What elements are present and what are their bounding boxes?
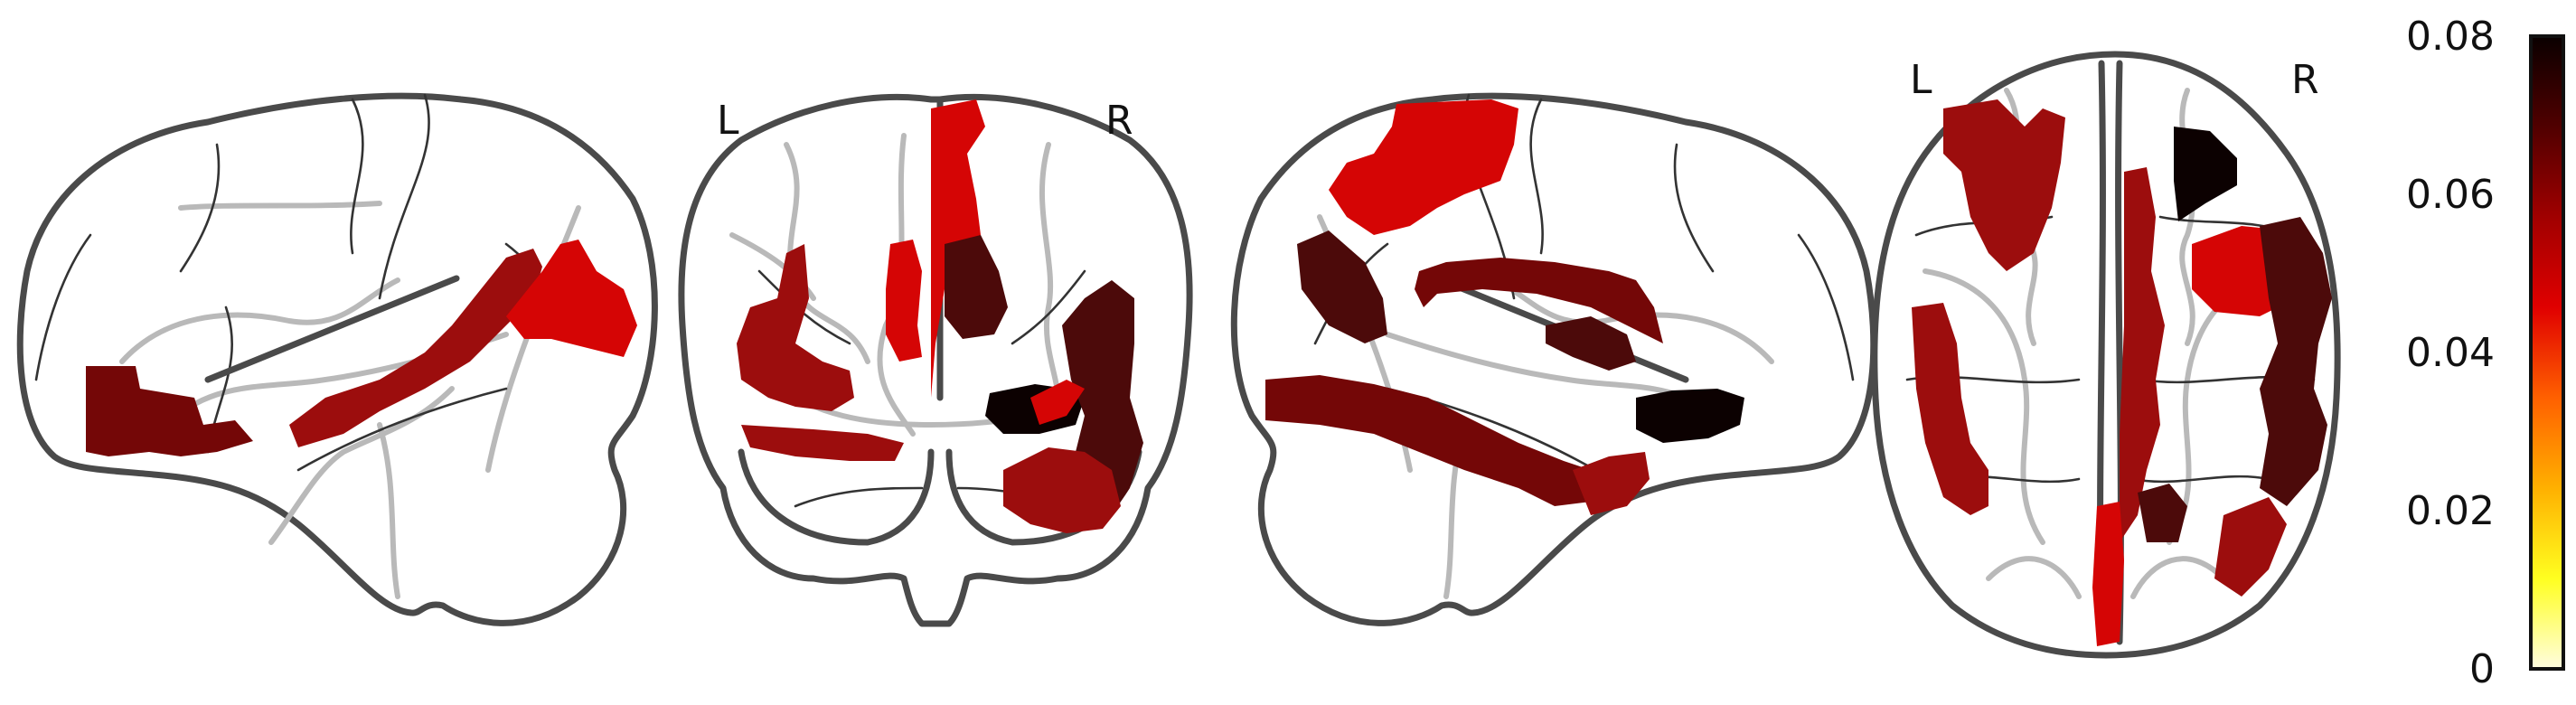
cerebellum-left	[738, 448, 935, 546]
sulcus-line	[1011, 269, 1086, 345]
activation-blob	[945, 235, 1008, 339]
colorbar-tick-label: 0.06	[2406, 172, 2495, 218]
sulcus-line	[378, 93, 430, 300]
gyrus-line	[1039, 142, 1063, 428]
activation-blob	[1297, 230, 1387, 343]
sulcus-line	[1673, 143, 1715, 273]
gyrus-line	[178, 201, 382, 211]
activation-blob	[2174, 127, 2237, 221]
colorbar-tick-label: 0	[2469, 646, 2495, 692]
sylvian-fissure	[204, 275, 460, 383]
activation-blob	[2214, 497, 2287, 597]
activation-blob	[2260, 217, 2332, 506]
activation-blob	[1003, 447, 1121, 533]
gyrus-line	[1986, 556, 2082, 599]
colorbar-ticks: 0.08 0.06 0.04 0.02 0	[2406, 14, 2495, 692]
gyrus-line	[2130, 556, 2226, 599]
activation-blob	[1943, 99, 2065, 271]
activation-blob	[2120, 167, 2165, 542]
gyrus-line	[119, 277, 400, 364]
activation-blob	[289, 249, 542, 447]
sulcus-line	[1529, 98, 1544, 255]
coronal-right-label: R	[1105, 98, 1133, 144]
activation-blob	[86, 366, 253, 456]
sulcus-line	[350, 98, 364, 255]
coronal-view	[678, 93, 1193, 627]
activation-blob	[1265, 375, 1591, 506]
colorbar-tick-label: 0.04	[2406, 330, 2495, 376]
activation-blob	[1912, 303, 1988, 515]
activation-blob	[1415, 258, 1663, 343]
activation-blob	[1636, 389, 1744, 443]
activation-blob	[1329, 99, 1518, 235]
axial-view	[1871, 51, 2341, 659]
brain-outline	[1230, 92, 1877, 626]
sulcus-line	[2131, 475, 2270, 484]
colorbar-tick-label: 0.08	[2406, 14, 2495, 60]
gyrus-line	[1923, 268, 2045, 545]
activation-blob	[737, 244, 854, 411]
sagittal-view-left	[16, 92, 658, 626]
activation-blob	[886, 240, 922, 362]
activation-blob	[506, 240, 637, 357]
sulcus-line	[179, 143, 221, 273]
brain-outline	[16, 92, 658, 626]
axial-left-label: L	[1910, 57, 1932, 103]
sulcus-line	[296, 387, 508, 472]
gyrus-line	[1493, 277, 1774, 364]
sulcus-line	[757, 269, 851, 345]
sulcus-line	[34, 233, 92, 381]
sulcus-line	[1797, 233, 1855, 381]
colorbar-tick-label: 0.02	[2406, 488, 2495, 534]
activation-blob	[2138, 484, 2187, 542]
brain-outline	[678, 93, 1193, 627]
activation-blob	[1546, 316, 1636, 371]
sagittal-view-right	[1230, 92, 1877, 626]
gyrus-line	[377, 422, 400, 599]
activation-blob	[2092, 502, 2124, 646]
activation-blob	[1030, 380, 1085, 425]
sulcus-line	[794, 486, 924, 508]
axial-right-label: R	[2291, 57, 2319, 103]
activation-blob	[1573, 452, 1650, 515]
coronal-left-label: L	[717, 98, 739, 144]
brain-outline	[1871, 51, 2341, 659]
activation-blob	[741, 425, 904, 461]
colorbar	[2529, 34, 2565, 671]
